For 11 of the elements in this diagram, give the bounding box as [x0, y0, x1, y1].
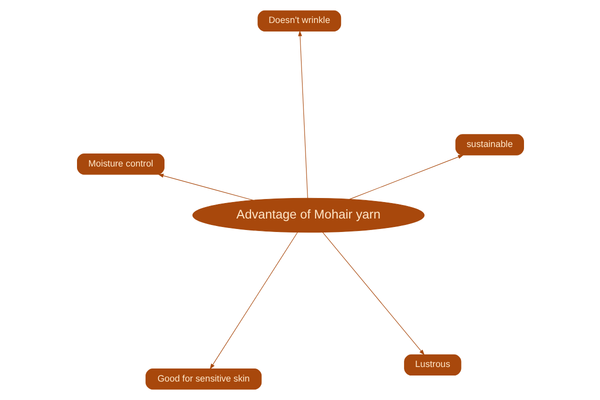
- node-box: Moisture control: [76, 154, 164, 175]
- node-box: Doesn't wrinkle: [257, 10, 341, 32]
- node-ellipse: Advantage of Mohair yarn: [192, 198, 424, 233]
- arrow: [157, 174, 254, 201]
- arrow: [322, 232, 424, 356]
- arrow: [348, 154, 464, 200]
- node-box: sustainable: [454, 134, 524, 156]
- arrow: [298, 30, 308, 198]
- node-box: Lustrous: [404, 354, 461, 376]
- arrow: [209, 232, 298, 370]
- node-box: Good for sensitive skin: [145, 368, 262, 390]
